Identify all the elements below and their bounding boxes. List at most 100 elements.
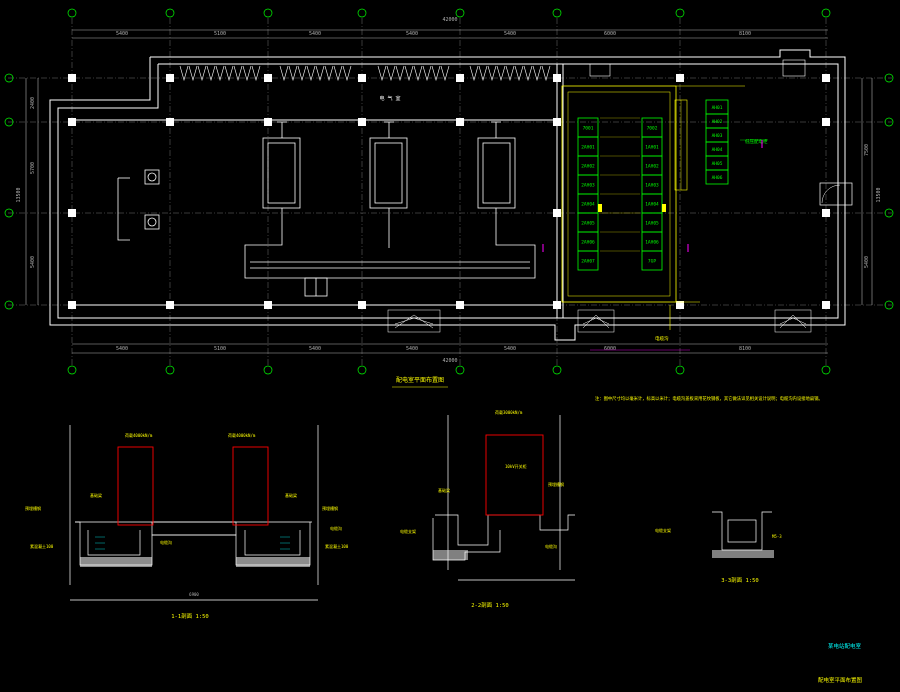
column — [68, 118, 76, 126]
grid-bubble — [4, 300, 14, 310]
bay-dim: 5400 — [309, 346, 321, 352]
window — [377, 65, 450, 82]
load-label: 荷载4000kN/m — [125, 432, 153, 438]
callout: 电缆沟 — [160, 539, 172, 545]
panel-label: AH03 — [712, 133, 723, 139]
column — [358, 301, 366, 309]
column — [358, 74, 366, 82]
panel-label: AH01 — [712, 105, 723, 111]
panel-label: 2AH02 — [581, 163, 595, 169]
column — [68, 209, 76, 217]
windows — [179, 65, 551, 82]
box-label: 10kV开关柜 — [505, 463, 527, 469]
section-caption: 2-2剖面 1:50 — [471, 601, 509, 609]
room-label: 电 气 室 — [379, 95, 400, 102]
column — [166, 118, 174, 126]
switchgear-elevation-2 — [232, 446, 269, 526]
dimension-lines — [25, 29, 873, 354]
bay-dim: 5400 — [406, 31, 418, 37]
column — [456, 118, 464, 126]
title-project: 某电站配电室 — [828, 642, 862, 650]
column — [166, 301, 174, 309]
grid-bubble — [357, 8, 367, 18]
transformer-3 — [477, 137, 516, 209]
side-dim-left: 13500 — [16, 187, 22, 202]
bay-dim: 6000 — [604, 31, 616, 37]
column — [456, 301, 464, 309]
grid-bubble — [263, 8, 273, 18]
overall-dim-top: 42000 — [442, 17, 457, 23]
bay-dim: 5400 — [309, 31, 321, 37]
transformer-1 — [262, 137, 301, 209]
transformer-2 — [369, 137, 408, 209]
panel-label: 2AH06 — [581, 239, 595, 245]
grid-bubble — [884, 208, 894, 218]
grid-bubble — [821, 8, 831, 18]
grid-bubble — [552, 365, 562, 375]
panel-label: 2AH04 — [581, 201, 595, 207]
column — [676, 301, 684, 309]
bay-dim: 5400 — [116, 346, 128, 352]
width-dim: 6900 — [189, 592, 199, 597]
panel-label: AH05 — [712, 161, 723, 167]
switchgear-elevation-1 — [117, 446, 154, 526]
side-dim-right: 13500 — [876, 187, 882, 202]
switchgear-panel — [577, 250, 599, 271]
grid-bubble — [263, 365, 273, 375]
callout: 基础梁 — [285, 492, 297, 498]
panel-label: AH02 — [712, 119, 723, 125]
plan-caption: 配电室平面布置图 — [396, 376, 444, 384]
equipment-note: 低压配电柜 — [745, 138, 768, 145]
switchgear-room: 70012AH012AH022AH032AH042AH052AH062AH077… — [542, 59, 853, 351]
grid-bubble — [884, 117, 894, 127]
dimension-texts: 42000 42000 5400 5100 5400 5400 5400 600… — [16, 17, 882, 364]
panel-label: 2AH05 — [581, 220, 595, 226]
grid-bubble — [67, 8, 77, 18]
column — [676, 74, 684, 82]
building-walls — [49, 49, 846, 341]
window — [279, 65, 352, 82]
grid-bubble — [165, 365, 175, 375]
grid-bubble — [4, 117, 14, 127]
section-1-1: 荷载4000kN/m 荷载4000kN/m 基础梁 基础梁 预埋槽钢 预埋槽钢 … — [25, 425, 349, 620]
grid-bubble — [4, 73, 14, 83]
panel-label: 1AH05 — [645, 220, 659, 226]
column — [264, 301, 272, 309]
load-label: 荷载4000kN/m — [228, 432, 256, 438]
window — [469, 65, 551, 82]
column — [553, 301, 561, 309]
bay-dim: 5400 — [406, 346, 418, 352]
callout: 素混凝土100 — [325, 543, 349, 549]
side-dim-left: 5400 — [30, 256, 36, 268]
cable-tray-outline — [561, 85, 677, 303]
column — [822, 301, 830, 309]
bay-dim: 5400 — [504, 31, 516, 37]
outer-wall — [49, 49, 846, 341]
load-label: 荷载3000kN/m — [495, 409, 523, 415]
panel-label: 1AH02 — [645, 163, 659, 169]
section-3-3: 电缆支架 M5-3 3-3剖面 1:50 — [655, 511, 782, 584]
panel-label: 2AH03 — [581, 182, 595, 188]
ventilation-louvres — [387, 309, 812, 333]
side-dim-right: 7500 — [864, 144, 870, 156]
transformer-bays — [117, 121, 536, 297]
callout: 电缆沟 — [330, 525, 342, 531]
general-note: 注：图中尺寸均以毫米计，标高以米计；电缆沟盖板采用花纹钢板，其它做法详见相关设计… — [595, 395, 823, 402]
column — [264, 118, 272, 126]
panel-label: 7002 — [647, 125, 658, 131]
panel-rows: 70012AH012AH022AH032AH042AH052AH062AH077… — [577, 99, 729, 271]
overall-dim-bottom: 42000 — [442, 358, 457, 364]
grid-bubble — [165, 8, 175, 18]
column — [456, 74, 464, 82]
switchgear-panel — [705, 169, 729, 185]
column — [68, 301, 76, 309]
callout: 素混凝土100 — [30, 543, 54, 549]
column — [68, 74, 76, 82]
grid-bubble — [675, 365, 685, 375]
side-dim-left: 2400 — [30, 97, 36, 109]
callout: 电缆支架 — [655, 527, 671, 533]
grid-bubble — [821, 365, 831, 375]
panel-label: 2AH07 — [581, 258, 595, 264]
column — [553, 118, 561, 126]
grid-bubble — [884, 300, 894, 310]
